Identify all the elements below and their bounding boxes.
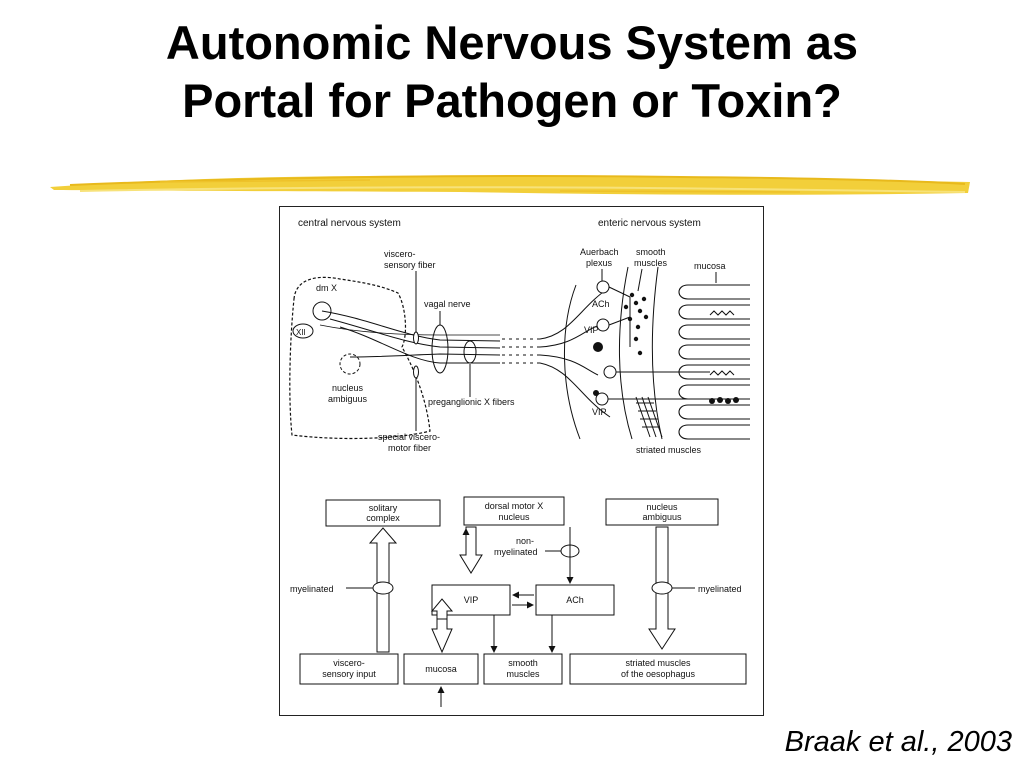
- vip-label-1: VIP: [584, 325, 599, 335]
- ach-box-label: ACh: [566, 595, 584, 605]
- dorsal-motor-box: [463, 496, 565, 526]
- dmx-label: dm X: [316, 283, 337, 293]
- brainstem-outline: [289, 276, 431, 440]
- vagal-fiber-4: [339, 326, 500, 364]
- ach-box: [535, 584, 615, 616]
- vip-label-2: VIP: [592, 407, 607, 417]
- smooth-muscles-leader: [637, 268, 643, 292]
- auerbach-label-2: plexus: [586, 258, 613, 268]
- nucleus-ambiguus-label-2: ambiguus: [328, 394, 368, 404]
- vip-box-label: VIP: [464, 595, 479, 605]
- mucosa-top-label: mucosa: [694, 261, 726, 271]
- non-myelinated-label-2: myelinated: [494, 547, 538, 557]
- myelinated-right-label: myelinated: [698, 584, 742, 594]
- mucosa-fiber-1: [709, 310, 735, 316]
- vagal-fiber-1: [321, 310, 501, 342]
- citation: Braak et al., 2003: [784, 726, 1012, 758]
- vagal-nerve-sheath: [431, 324, 449, 374]
- gut-wall-mucosa-edge: [651, 266, 663, 440]
- non-myelinated-label-1: non-: [516, 536, 534, 546]
- solitary-label-1: solitary: [369, 503, 398, 513]
- auerbach-label-1: Auerbach: [580, 247, 619, 257]
- solitary-complex-box: [325, 499, 441, 527]
- striated-muscle-fibers: [635, 396, 663, 438]
- myelinated-left-label: myelinated: [290, 584, 334, 594]
- slide-title: Autonomic Nervous System as Portal for P…: [0, 14, 1024, 130]
- cns-heading: central nervous system: [298, 218, 401, 229]
- preganglionic-label: preganglionic X fibers: [428, 397, 515, 407]
- ens-fiber-1: [539, 286, 611, 340]
- vagal-nerve-label: vagal nerve: [424, 299, 471, 309]
- mucosa-villi: [678, 284, 750, 440]
- gut-wall-outer: [563, 284, 581, 440]
- smooth-muscles-box-label-1: smooth: [508, 658, 538, 668]
- dorsal-motor-label-2: nucleus: [498, 512, 530, 522]
- viscerosensory-input-label-1: viscero-: [333, 658, 365, 668]
- xii-nucleus: [292, 323, 314, 339]
- dmx-nucleus: [312, 301, 332, 321]
- vip-mucosa-hollow-arrow: [431, 618, 453, 654]
- striated-muscles-label: striated muscles: [636, 445, 702, 455]
- mucosa-box-label: mucosa: [425, 664, 457, 674]
- ens-fiber-4: [539, 362, 611, 418]
- diagram-figure: central nervous system enteric nervous s…: [279, 206, 764, 716]
- gut-wall-muscle: [618, 266, 633, 440]
- ach-label: ACh: [592, 299, 610, 309]
- myelin-right: [651, 581, 673, 595]
- ach-neuron: [596, 280, 610, 294]
- striated-oesophagus-label-2: of the oesophagus: [621, 669, 696, 679]
- nucleus-ambiguus-box: [605, 498, 719, 526]
- fiber-marker-lower: [413, 365, 419, 379]
- mucosa-terminal-4: [733, 397, 739, 403]
- smooth-muscle-cells: [623, 292, 649, 356]
- myelin-left: [372, 581, 394, 595]
- viscerosensory-input-box: [299, 653, 399, 685]
- striated-oesophagus-label-1: striated muscles: [625, 658, 691, 668]
- smooth-muscles-box: [483, 653, 563, 685]
- title-line-1: Autonomic Nervous System as: [165, 16, 859, 69]
- vip-upper-hollow-tip: [430, 598, 454, 620]
- ach-axon: [608, 286, 631, 298]
- nucleus-ambiguus-box-label-2: ambiguus: [642, 512, 682, 522]
- striated-oesophagus-box: [569, 653, 747, 685]
- ens-heading: enteric nervous system: [598, 218, 701, 229]
- special-visceromotor-label-1: special viscero-: [378, 432, 440, 442]
- vip-neuron-1: [596, 318, 610, 332]
- fiber-marker-upper: [413, 331, 419, 345]
- preganglionic-sheath: [463, 340, 477, 364]
- dmx-vip-hollow-arrow: [459, 526, 483, 574]
- title-line-2: Portal for Pathogen or Toxin?: [182, 74, 842, 127]
- dorsal-motor-label-1: dorsal motor X: [485, 501, 544, 511]
- xii-label: XII: [296, 328, 306, 337]
- vagal-fiber-2: [329, 318, 501, 349]
- ens-fiber-3: [539, 354, 599, 376]
- striated-muscle-bands: [636, 402, 660, 428]
- smooth-muscles-label-2: muscles: [634, 258, 668, 268]
- special-visceromotor-label-2: motor fiber: [388, 443, 431, 453]
- nerve-gap: [502, 338, 540, 364]
- vagal-fiber-5: [319, 324, 500, 336]
- nucleus-ambiguus-top: [339, 353, 361, 375]
- vip-axon-1: [608, 316, 631, 326]
- vip-neuron-2-terminal: [593, 390, 599, 396]
- nucleus-ambiguus-label-1: nucleus: [332, 383, 364, 393]
- mucosa-box: [403, 653, 479, 685]
- vagal-fiber-3: [349, 353, 501, 358]
- ens-neuron-mid: [603, 365, 617, 379]
- vip-neuron-1-terminal: [593, 342, 603, 352]
- solitary-label-2: complex: [366, 513, 400, 523]
- smooth-muscles-label-1: smooth: [636, 247, 666, 257]
- viscerosensory-label-2: sensory fiber: [384, 260, 436, 270]
- viscerosensory-input-label-2: sensory input: [322, 669, 376, 679]
- ens-fiber-2: [539, 324, 601, 348]
- smooth-muscles-box-label-2: muscles: [506, 669, 540, 679]
- highlighter-stroke: [50, 174, 970, 195]
- viscerosensory-label-1: viscero-: [384, 249, 416, 259]
- diagram-svg: central nervous system enteric nervous s…: [289, 218, 750, 707]
- nucleus-ambiguus-box-label-1: nucleus: [646, 502, 678, 512]
- mucosa-terminal-2: [717, 397, 723, 403]
- mucosa-fiber-2: [709, 370, 735, 376]
